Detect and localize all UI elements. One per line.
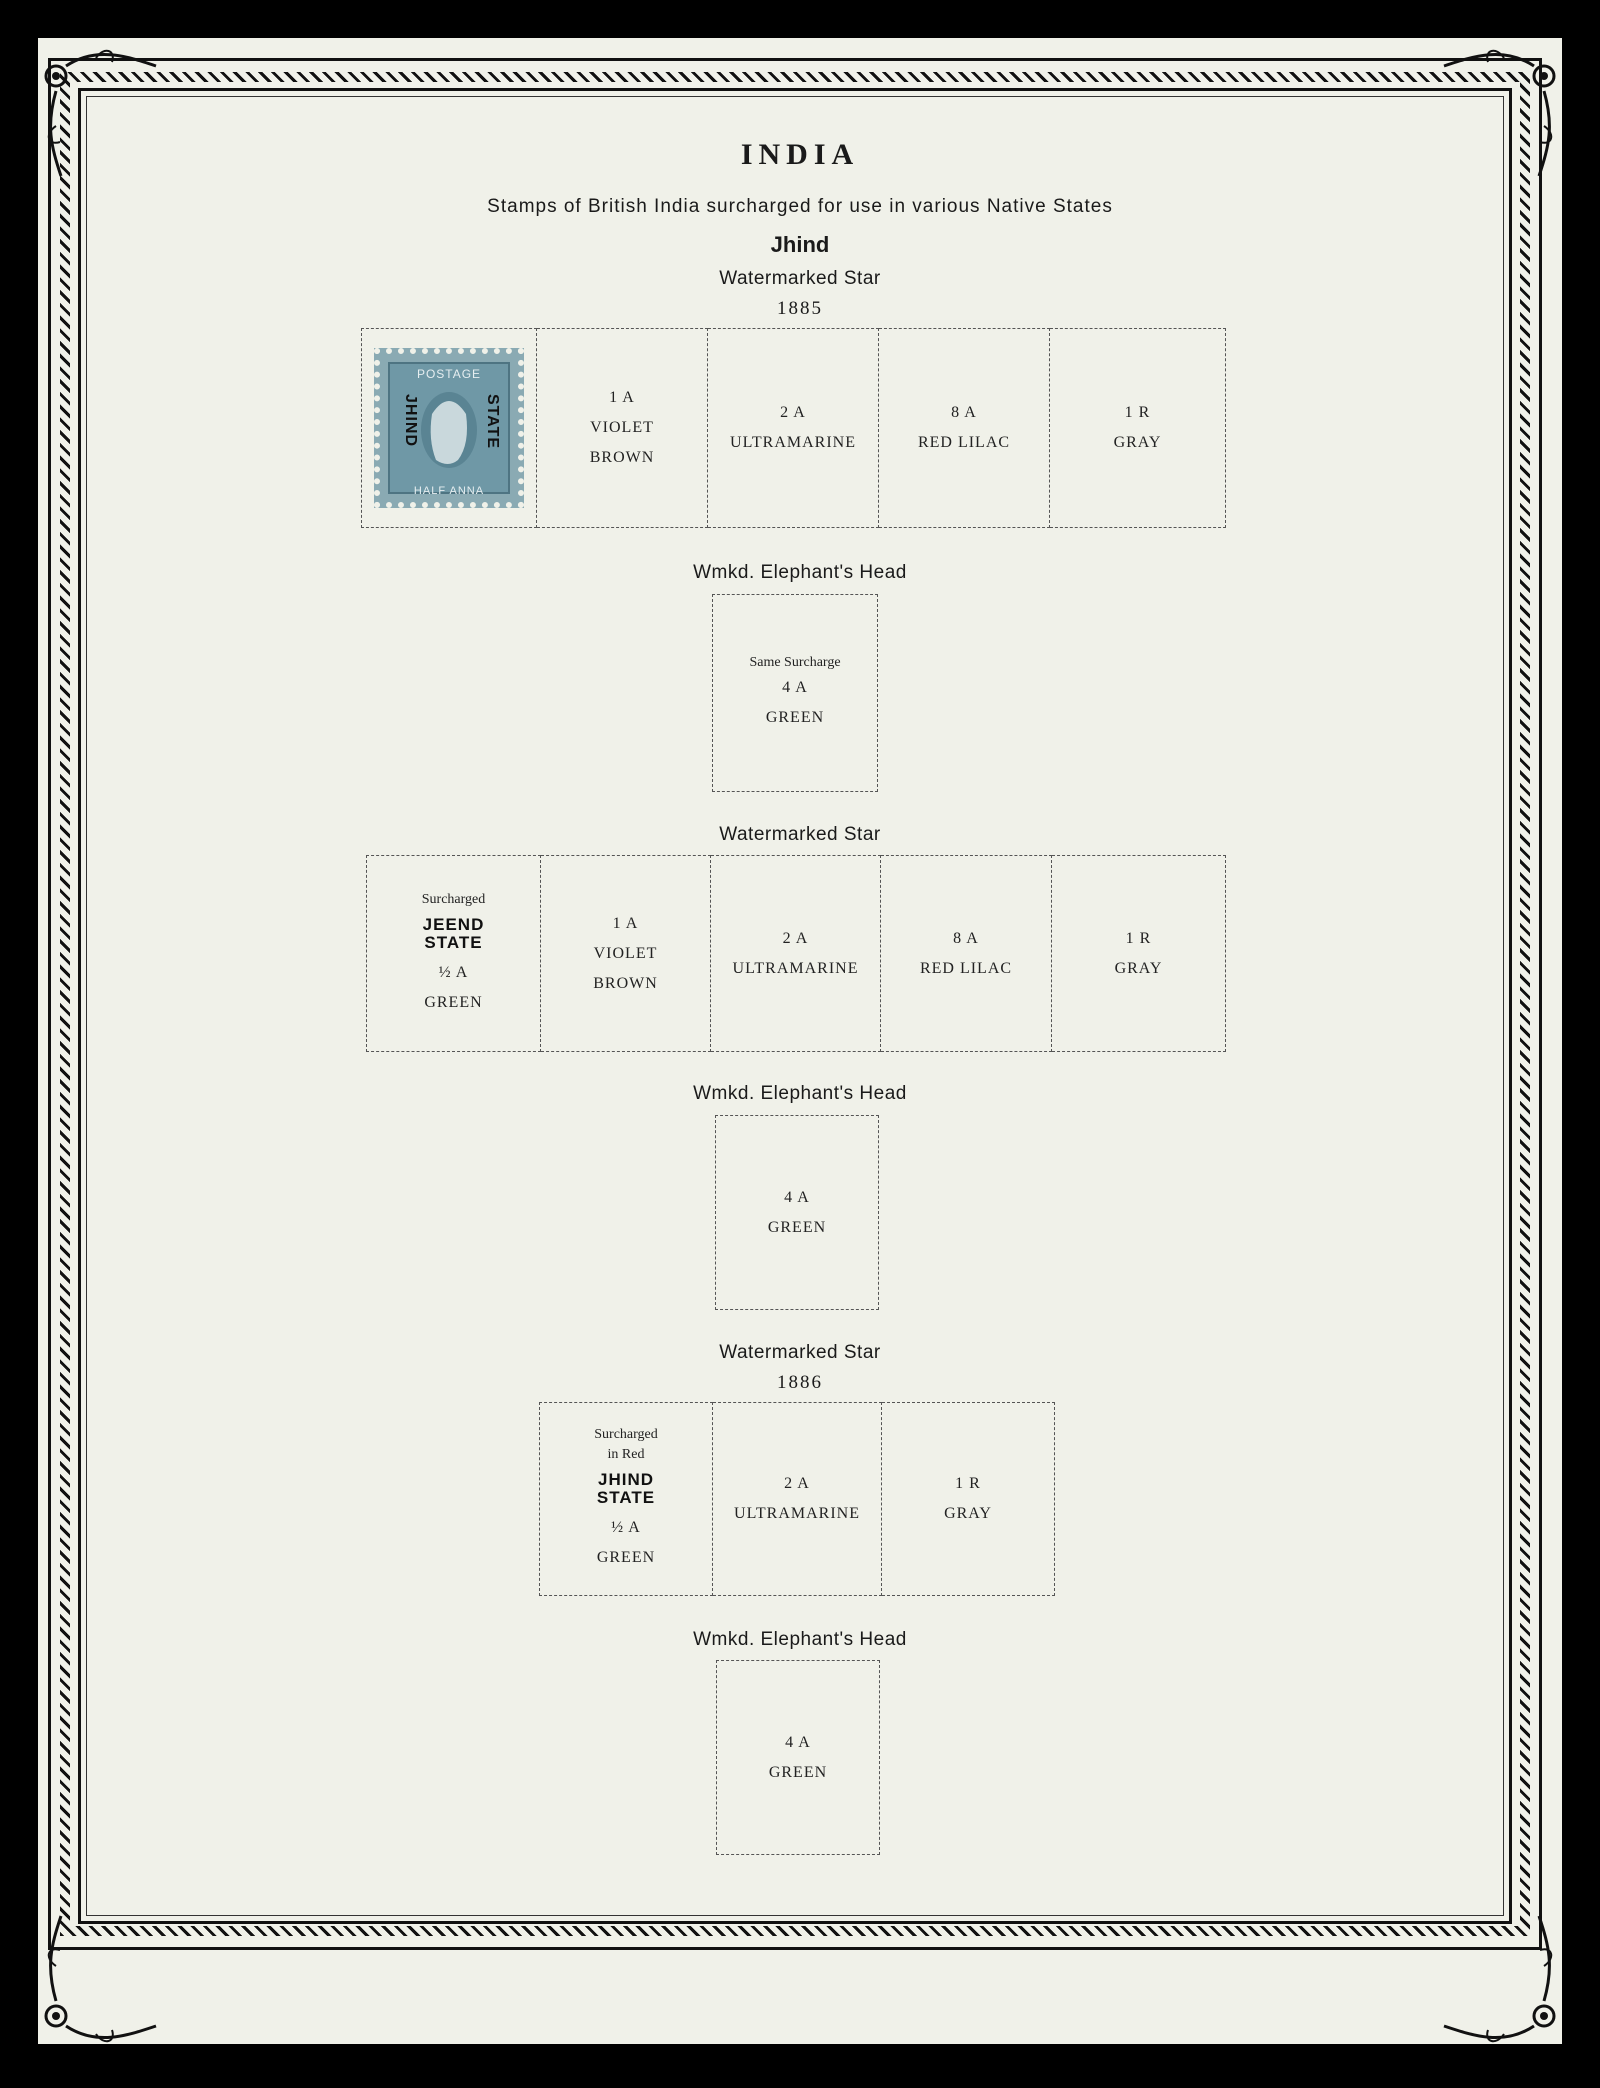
page-subtitle: Stamps of British India surcharged for u… — [487, 196, 1113, 217]
color-name: GREEN — [596, 1549, 656, 1566]
denomination: 1 R — [1124, 404, 1151, 421]
stamp-space[interactable]: 2 A ULTRAMARINE — [708, 328, 879, 528]
stamp-row: 4 A GREEN — [715, 1115, 879, 1310]
color-name: VIOLET — [590, 419, 654, 436]
group-heading: Wmkd. Elephant's Head — [693, 562, 907, 583]
corner-ornament-icon — [44, 49, 157, 177]
denomination: 4 A — [785, 1733, 811, 1751]
denomination: 1 R — [1125, 929, 1152, 947]
stamp-top-text: POSTAGE — [417, 367, 481, 381]
color-name: BROWN — [589, 449, 655, 466]
surcharge-note: Surcharged — [421, 891, 486, 907]
queen-victoria-portrait-icon: POSTAGE HALF ANNA JHIND STATE — [402, 367, 501, 497]
stamp-row: Surcharged in Red JHIND STATE ½ A GREEN … — [539, 1402, 1055, 1596]
overprint-right: STATE — [484, 394, 501, 449]
stamp-space-filled[interactable]: POSTAGE HALF ANNA JHIND STATE — [361, 328, 537, 528]
stamp-row: 4 A GREEN — [716, 1660, 880, 1855]
color-name: ULTRAMARINE — [730, 434, 856, 451]
stamp-row: Surcharged JEEND STATE ½ A GREEN 1 A VIO… — [366, 855, 1226, 1052]
color-name: BROWN — [593, 974, 658, 992]
color-name: GREEN — [424, 993, 483, 1011]
color-name: GRAY — [944, 1505, 992, 1522]
stamp-space[interactable]: 1 A VIOLET BROWN — [541, 855, 711, 1052]
group-heading: Wmkd. Elephant's Head — [693, 1083, 907, 1104]
stamp-space[interactable]: 8 A RED LILAC — [881, 855, 1052, 1052]
color-name: ULTRAMARINE — [734, 1505, 860, 1522]
color-name: GRAY — [1114, 959, 1163, 977]
stamp-space[interactable]: 4 A GREEN — [715, 1115, 879, 1310]
group-heading: Watermarked Star — [719, 268, 881, 289]
page-border-zigzag — [60, 72, 1530, 1936]
corner-ornament-icon — [1443, 1915, 1556, 2043]
surcharge-note: Same Surcharge — [749, 655, 841, 670]
denomination: 1 R — [955, 1475, 981, 1492]
color-name: GREEN — [765, 709, 825, 726]
denomination: 8 A — [953, 929, 979, 947]
color-name: GREEN — [768, 1763, 828, 1781]
page-title: INDIA — [740, 138, 860, 171]
corner-ornament-icon — [44, 1915, 157, 2043]
color-name: VIOLET — [593, 944, 658, 962]
stamp-row: Same Surcharge 4 A GREEN — [712, 594, 878, 792]
overprint-sample: JEEND STATE — [422, 914, 485, 952]
corner-ornament-icon — [1443, 49, 1556, 177]
denomination: 2 A — [782, 929, 809, 947]
denomination: ½ A — [438, 963, 469, 981]
stamp-space[interactable]: Same Surcharge 4 A GREEN — [712, 594, 878, 792]
section-title: Jhind — [770, 232, 830, 257]
stamp-space[interactable]: 1 A VIOLET BROWN — [537, 328, 708, 528]
stamp-space[interactable]: 1 R GRAY — [1050, 328, 1226, 528]
page-border-inner-line — [86, 96, 1504, 1916]
group-year: 1886 — [777, 1372, 823, 1393]
color-name: GREEN — [767, 1218, 827, 1236]
denomination: 1 A — [609, 389, 635, 406]
denomination: 4 A — [784, 1188, 810, 1206]
stamp-space[interactable]: 1 R GRAY — [1052, 855, 1226, 1052]
group-heading: Watermarked Star — [719, 1342, 881, 1363]
denomination: 8 A — [951, 404, 977, 421]
color-name: RED LILAC — [919, 959, 1013, 977]
color-name: ULTRAMARINE — [732, 959, 859, 977]
surcharge-note: Surcharged — [594, 1427, 658, 1442]
stamp-space[interactable]: Surcharged JEEND STATE ½ A GREEN — [366, 855, 541, 1052]
stamp-space[interactable]: 1 R GRAY — [882, 1402, 1055, 1596]
stamp-bottom-text: HALF ANNA — [414, 485, 484, 497]
group-year: 1885 — [777, 298, 823, 319]
stamp-image: POSTAGE HALF ANNA JHIND STATE — [374, 348, 524, 508]
page-border-inner — [78, 88, 1512, 1924]
page-border-outer — [48, 58, 1542, 1950]
overprint-sample: JHIND STATE — [596, 1470, 656, 1507]
stamp-space[interactable]: 2 A ULTRAMARINE — [711, 855, 881, 1052]
color-name: GRAY — [1113, 434, 1162, 451]
surcharge-note: in Red — [607, 1447, 645, 1462]
stamp-space[interactable]: Surcharged in Red JHIND STATE ½ A GREEN — [539, 1402, 713, 1596]
color-name: RED LILAC — [917, 434, 1011, 451]
overprint-left: JHIND — [402, 394, 419, 447]
group-heading: Wmkd. Elephant's Head — [693, 1629, 907, 1650]
group-heading: Watermarked Star — [719, 824, 881, 845]
stamp-space[interactable]: 8 A RED LILAC — [879, 328, 1050, 528]
denomination: 2 A — [780, 404, 806, 421]
stamp-space[interactable]: 2 A ULTRAMARINE — [713, 1402, 882, 1596]
denomination: 2 A — [784, 1475, 810, 1492]
denomination: 4 A — [782, 679, 808, 696]
denomination: 1 A — [612, 914, 639, 932]
denomination: ½ A — [611, 1519, 641, 1536]
stamp-row: POSTAGE HALF ANNA JHIND STATE 1 A VIOLET… — [361, 328, 1226, 528]
stamp-space[interactable]: 4 A GREEN — [716, 1660, 880, 1855]
